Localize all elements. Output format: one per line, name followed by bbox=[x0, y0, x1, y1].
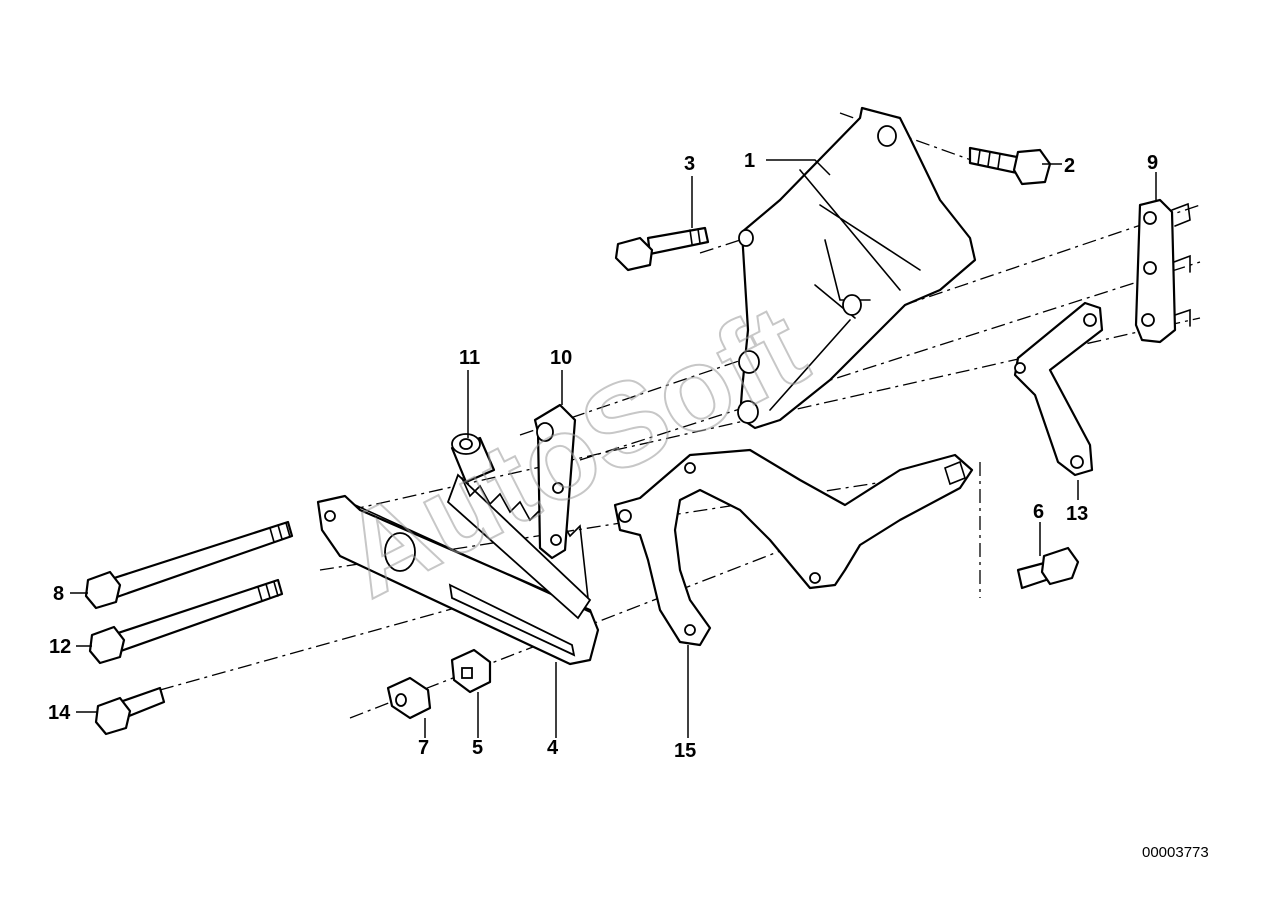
short-bolt-14 bbox=[94, 686, 166, 736]
callout-7: 7 bbox=[418, 737, 429, 759]
leader-lines bbox=[70, 159, 1157, 738]
callout-1: 1 bbox=[744, 150, 755, 172]
callout-4: 4 bbox=[547, 737, 559, 759]
reference-number: 00003773 bbox=[1142, 844, 1209, 861]
stud-plate-9 bbox=[1134, 198, 1191, 344]
long-bolt-8 bbox=[84, 520, 294, 610]
toothed-nut-5 bbox=[450, 648, 492, 694]
main-bracket bbox=[737, 106, 977, 430]
callout-15: 15 bbox=[674, 740, 696, 762]
tension-bar-4 bbox=[316, 473, 600, 666]
callout-labels: 1 2 3 4 5 6 7 8 9 10 11 12 13 14 15 bbox=[48, 150, 1158, 762]
bent-link-13 bbox=[1013, 301, 1104, 477]
spacer-sleeve-11 bbox=[450, 433, 496, 484]
callout-3: 3 bbox=[684, 153, 695, 175]
callout-10: 10 bbox=[550, 347, 572, 369]
callout-13: 13 bbox=[1066, 503, 1088, 525]
nut-7 bbox=[386, 676, 432, 720]
callout-12: 12 bbox=[49, 636, 71, 658]
bolt-2 bbox=[968, 146, 1052, 186]
callout-9: 9 bbox=[1147, 152, 1158, 174]
bolt-6 bbox=[1016, 546, 1080, 590]
callout-11: 11 bbox=[459, 347, 480, 369]
callout-14: 14 bbox=[48, 702, 71, 724]
callout-5: 5 bbox=[472, 737, 483, 759]
long-bolt-12 bbox=[88, 578, 284, 665]
callout-8: 8 bbox=[53, 583, 64, 605]
link-plate-10 bbox=[533, 403, 577, 560]
curved-bracket-15 bbox=[613, 448, 974, 647]
callout-6: 6 bbox=[1033, 501, 1044, 523]
bolt-3 bbox=[614, 226, 710, 272]
callout-2: 2 bbox=[1064, 155, 1075, 177]
